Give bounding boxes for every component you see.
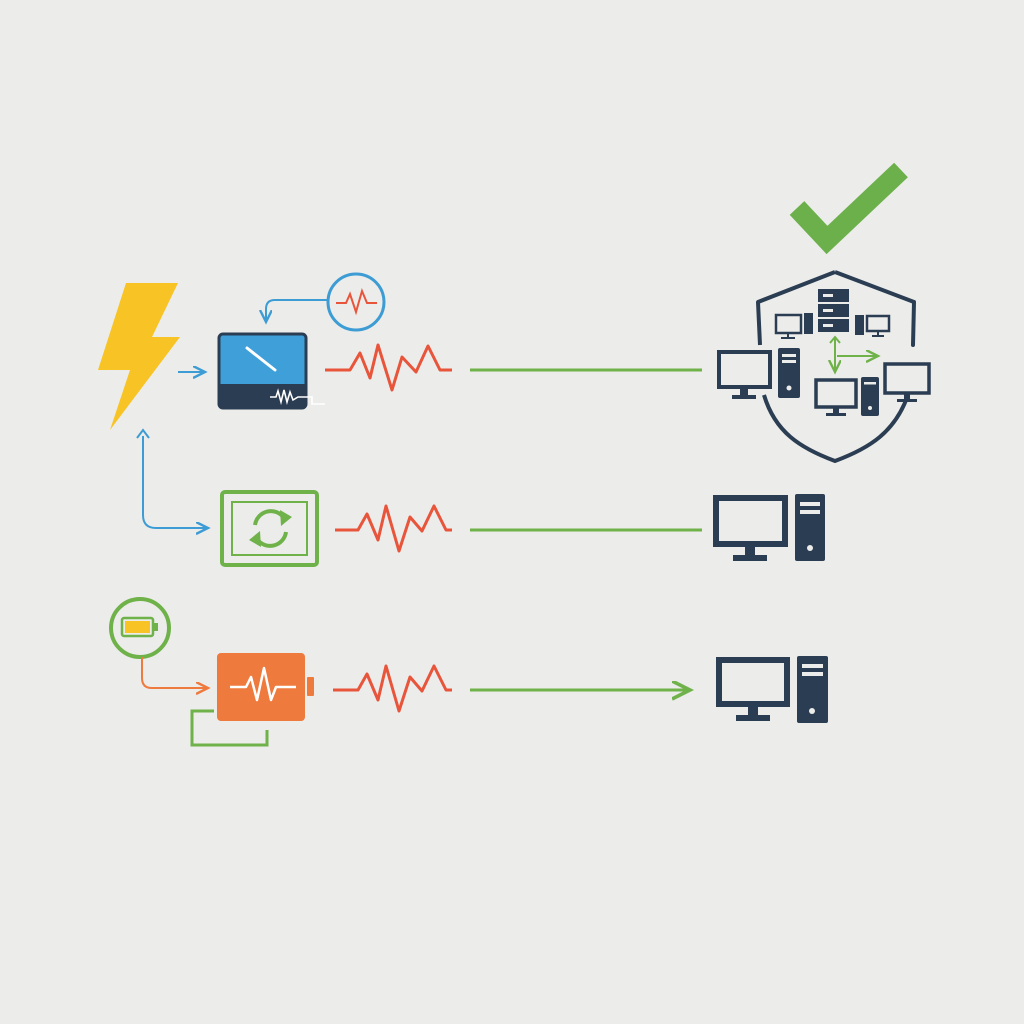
monitor-to-ups-connector	[266, 299, 327, 322]
zigzag-waveform-icon	[325, 343, 452, 392]
checkmark-icon	[789, 162, 908, 255]
zigzag-waveform-icon	[335, 504, 452, 553]
server-rack-icon	[818, 289, 849, 332]
lightning-bolt-icon	[98, 283, 180, 430]
heartbeat-monitor-icon	[326, 272, 386, 332]
battery-icon	[109, 597, 171, 659]
bolt-to-converter-connector	[136, 428, 208, 528]
desktop-computer-icon	[713, 494, 825, 561]
desktop-computer-icon	[717, 348, 800, 399]
desktop-computer-icon	[716, 656, 828, 723]
zigzag-waveform-icon	[333, 664, 452, 713]
small-monitor-icon	[774, 313, 813, 339]
desktop-computer-icon	[883, 362, 931, 402]
desktop-computer-icon	[814, 377, 879, 416]
unit-loop-connector	[190, 709, 269, 747]
network-routing-arrows	[830, 335, 878, 372]
shield-network-icon	[717, 270, 931, 463]
battery-to-unit-connector	[141, 657, 208, 688]
battery-pulse-icon	[217, 653, 314, 721]
ups-device-icon	[217, 332, 325, 410]
small-monitor-icon	[855, 314, 891, 337]
refresh-cycle-icon	[220, 490, 319, 567]
